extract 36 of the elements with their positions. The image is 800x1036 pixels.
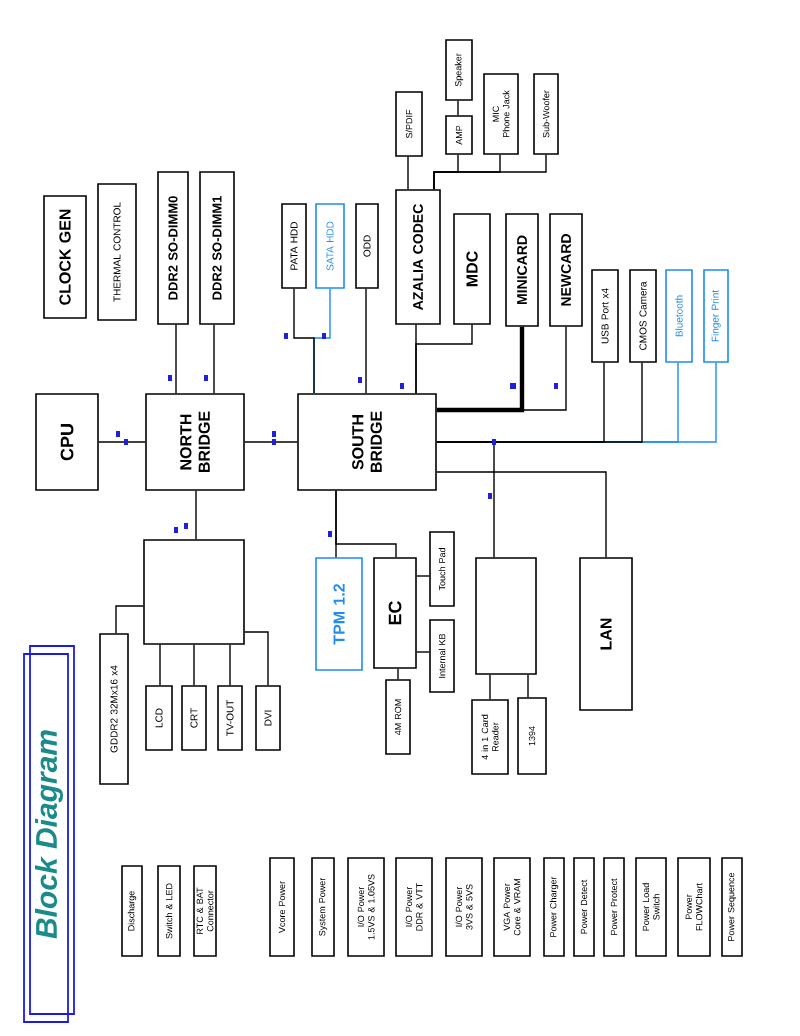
connector-line xyxy=(433,154,547,190)
connector-line xyxy=(98,441,146,443)
chip-box xyxy=(475,557,537,675)
connector-line xyxy=(213,324,215,394)
component-box: LAN xyxy=(579,557,633,711)
component-box: CPU xyxy=(35,393,99,491)
component-box: EC xyxy=(373,557,417,669)
connector-line xyxy=(193,644,195,686)
connector-line xyxy=(159,644,161,686)
component-box: MDC xyxy=(453,213,491,325)
connector-line xyxy=(415,324,473,394)
connector-line xyxy=(436,441,495,558)
component-box: NORTH BRIDGE xyxy=(145,393,245,491)
connector-line xyxy=(365,288,367,394)
connector-line xyxy=(115,605,144,634)
connector-line xyxy=(244,441,298,443)
connector-line xyxy=(489,674,491,700)
chip-box xyxy=(143,539,245,645)
component-box: TPM 1.2 xyxy=(315,557,363,671)
connector-line xyxy=(229,644,231,686)
connector-line xyxy=(397,668,399,680)
connector-line xyxy=(195,490,197,540)
connector-line xyxy=(175,324,177,394)
connector-line xyxy=(436,471,607,558)
component-box: CLOCK GEN xyxy=(43,195,87,319)
diagram-title: Block Diagram xyxy=(35,730,63,939)
connector-line xyxy=(436,326,525,413)
component-box: SOUTH BRIDGE xyxy=(297,393,437,491)
connector-line xyxy=(457,100,459,116)
connector-line xyxy=(416,651,430,653)
connector-line xyxy=(244,631,269,686)
connector-line xyxy=(527,674,529,698)
connector-line xyxy=(335,490,397,558)
connector-line xyxy=(407,156,409,190)
connector-line xyxy=(293,288,315,394)
connector-line xyxy=(416,575,430,577)
